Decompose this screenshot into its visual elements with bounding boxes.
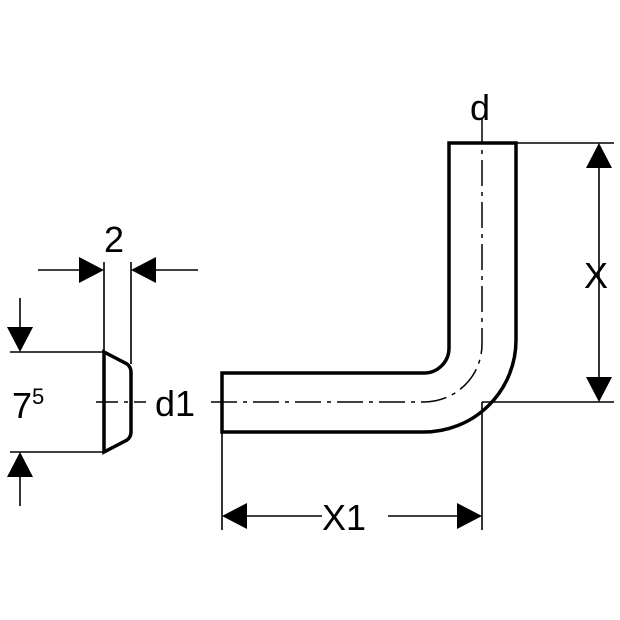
label-d: d (470, 87, 491, 128)
arrow-75-bottom (7, 452, 33, 477)
label-gasket-height: 75 (12, 386, 44, 424)
pipe-bend-outline (220, 141, 518, 434)
arrow-x1-left (222, 503, 247, 529)
label-gasket-width: 2 (104, 219, 125, 260)
pipe-centerline (210, 118, 483, 403)
gasket-height-superscript: 5 (32, 384, 45, 409)
arrow-2-left (79, 257, 104, 283)
arrow-x-top (586, 143, 612, 168)
arrow-75-top (7, 327, 33, 352)
gasket-height-main: 7 (12, 385, 33, 426)
extension-lines (10, 142, 614, 530)
label-x: X (584, 255, 609, 296)
gasket-outline (102, 349, 133, 455)
arrowheads (7, 143, 612, 529)
label-x1: X1 (322, 497, 367, 538)
arrow-x-bottom (586, 377, 612, 402)
arrow-x1-right (457, 503, 482, 529)
arrow-2-right (131, 257, 156, 283)
label-d1: d1 (155, 383, 196, 424)
dimension-lines (19, 168, 600, 517)
